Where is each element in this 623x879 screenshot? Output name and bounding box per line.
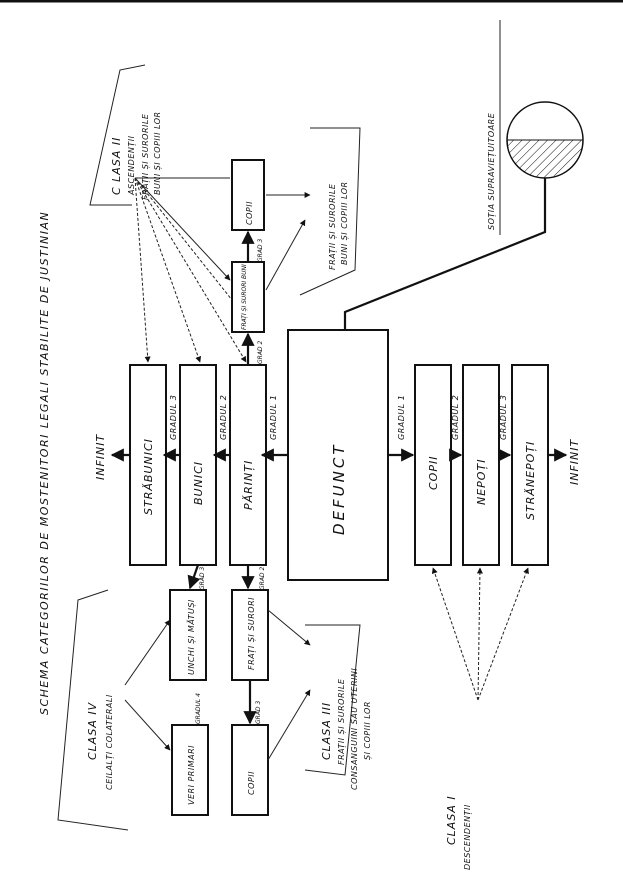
class4-desc: CEILALȚI COLATERALI bbox=[105, 694, 114, 790]
box-strabunici bbox=[129, 364, 167, 566]
class2-line3: BUNI ȘI COPIII LOR bbox=[153, 111, 162, 195]
class2-line2: FRAȚII ȘI SURORILE bbox=[141, 113, 150, 200]
class2-arrow-2 bbox=[134, 177, 231, 281]
class1-desc: DESCENDENȚII bbox=[463, 804, 472, 870]
class4-arrow-1 bbox=[124, 619, 171, 686]
infinit-bottom: INFINIT bbox=[568, 438, 581, 485]
class1-arrow-1 bbox=[431, 567, 479, 701]
box-top-copii bbox=[231, 159, 265, 231]
box-stranepoti bbox=[511, 364, 549, 566]
box-bottom-copii bbox=[231, 724, 269, 816]
class2-note-line1: FRAȚII ȘI SURORILE bbox=[328, 183, 337, 270]
class3-arrow-1 bbox=[267, 609, 311, 646]
link-bunici-unchi bbox=[187, 564, 201, 590]
unchi-label: UNCHI ȘI MĂTUȘI bbox=[185, 599, 196, 675]
asc-grad3: GRADUL 3 bbox=[169, 395, 178, 440]
class3-line3: ȘI COPIII LOR bbox=[363, 701, 372, 760]
class1-name: CLASA I bbox=[445, 795, 458, 845]
box-frati-surori bbox=[231, 589, 269, 681]
bottom-grad4: GRADUL 4 bbox=[195, 693, 202, 724]
top-grad2: GRAD 2 bbox=[257, 341, 264, 364]
top-copii-label: COPII bbox=[245, 201, 254, 225]
class3-bracket bbox=[304, 624, 361, 776]
class2-arrow-3 bbox=[134, 177, 247, 363]
class4-name: CLASA IV bbox=[86, 701, 99, 760]
class2-arrow-5 bbox=[134, 177, 151, 363]
frati-buni-label: FRAȚI ȘI SURORI BUNI bbox=[241, 264, 248, 330]
desc-grad1: GRADUL 1 bbox=[397, 395, 406, 440]
class4-bracket bbox=[57, 589, 129, 831]
frati-buni-to-note-arrow bbox=[265, 219, 306, 291]
bunici-label: BUNICI bbox=[192, 461, 205, 505]
infinit-top: INFINIT bbox=[94, 433, 107, 480]
spouse-hatch bbox=[506, 139, 584, 179]
box-bunici bbox=[179, 364, 217, 566]
class3-name: CLASA III bbox=[320, 702, 333, 760]
class3-arrow-2 bbox=[267, 689, 311, 761]
nepoti-label: NEPOȚI bbox=[475, 459, 488, 505]
parinti-label: PĂRINȚI bbox=[242, 460, 255, 510]
strabunici-label: STRĂBUNICI bbox=[142, 438, 155, 515]
class2-bracket bbox=[89, 64, 146, 206]
class4-arrow-2 bbox=[124, 699, 171, 751]
asc-grad2: GRADUL 2 bbox=[219, 395, 228, 440]
box-copii bbox=[414, 364, 452, 566]
bottom-grad3a: GRAD 3 bbox=[199, 567, 206, 590]
class2-note-line2: BUNI ȘI COPIII LOR bbox=[340, 181, 349, 265]
copii-label: COPII bbox=[427, 456, 440, 490]
class2-arrow-4 bbox=[134, 177, 202, 363]
bottom-grad3b: GRAD 3 bbox=[255, 701, 262, 724]
class2-name: C LASA II bbox=[110, 137, 123, 195]
stranepoti-label: STRĂNEPOȚI bbox=[524, 441, 537, 520]
top-grad3: GRAD 3 bbox=[257, 239, 264, 262]
class2-arrow-6 bbox=[134, 177, 233, 301]
veri-label: VERI PRIMARI bbox=[187, 745, 196, 805]
box-veri-primari bbox=[171, 724, 209, 816]
box-nepoti bbox=[462, 364, 500, 566]
bottom-grad2: GRAD 2 bbox=[259, 567, 266, 590]
bottom-copii-label: COPII bbox=[247, 771, 256, 795]
class2-note-bracket bbox=[299, 127, 361, 296]
asc-grad1: GRADUL 1 bbox=[269, 395, 278, 440]
class3-line1: FRAȚII ȘI SURORILE bbox=[337, 678, 346, 765]
defunct-label: DEFUNCT bbox=[330, 443, 348, 536]
box-unchi-matusi bbox=[169, 589, 207, 681]
desc-grad3: GRADUL 3 bbox=[499, 395, 508, 440]
class2-line1: ASCENDENȚII bbox=[127, 135, 136, 196]
class1-arrow-3 bbox=[477, 567, 529, 701]
class3-line2: CONSANGUINI SAU UTERINI bbox=[350, 668, 359, 790]
frati-surori-label: FRAȚI ȘI SURORI bbox=[247, 597, 256, 670]
diagram-title: SCHEMA CATEGORIILOR DE MOSTENITORI LEGAL… bbox=[38, 211, 51, 715]
box-frati-buni bbox=[231, 261, 265, 333]
spouse-connector bbox=[343, 172, 547, 330]
class1-arrow-2 bbox=[476, 567, 483, 701]
desc-grad2: GRADUL 2 bbox=[451, 395, 460, 440]
spouse-label: SOȚIA SUPRAVIEȚUITOARE bbox=[487, 112, 496, 230]
